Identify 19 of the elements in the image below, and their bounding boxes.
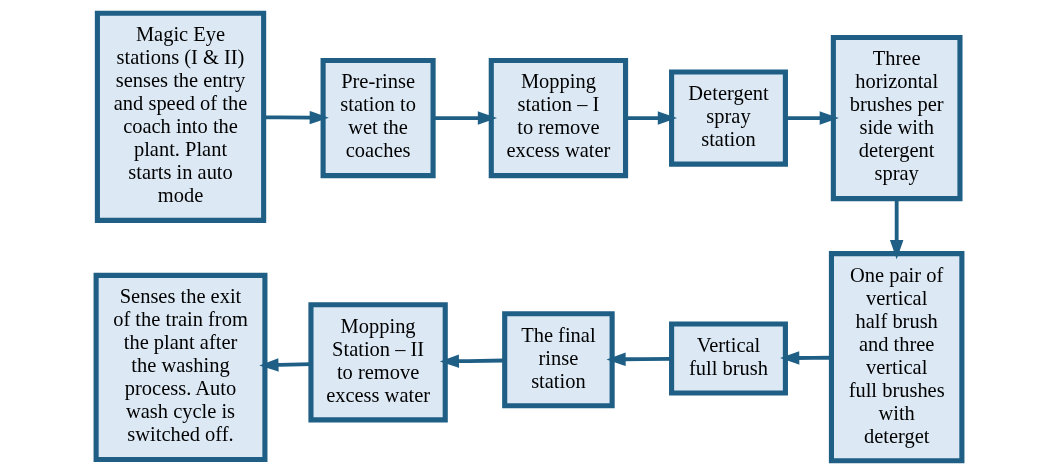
node-box: Mopping Station – II to remove excess water (307, 302, 448, 423)
node-box: Vertical full brush (668, 321, 788, 396)
arrow (625, 111, 677, 125)
arrow (439, 354, 504, 368)
arrow (605, 352, 671, 366)
node-box: Three horizontal brushes per side with detergent spray (830, 34, 963, 202)
arrow (779, 351, 831, 365)
node-box: One pair of vertical half brush and three vertical full brushes with deterget (828, 251, 964, 464)
node-box: Mopping station – I to remove excess water (488, 57, 628, 179)
node-box: The final rinse station (501, 311, 615, 409)
node-box: Senses the exit of the train from the plant after the washing process. Auto wash cycle is switched off. (93, 272, 267, 463)
arrow (889, 199, 903, 260)
arrow (258, 358, 311, 372)
arrow (432, 111, 497, 125)
node-box: Detergent spray station (668, 69, 788, 167)
arrow (263, 110, 329, 125)
node-box: Magic Eye stations (I & II) senses the entry and speed of the coach into the plant. Plant starts in auto mode (94, 10, 266, 223)
node-box: Pre-rinse station to wet the coaches (320, 57, 436, 179)
arrow (785, 111, 839, 125)
